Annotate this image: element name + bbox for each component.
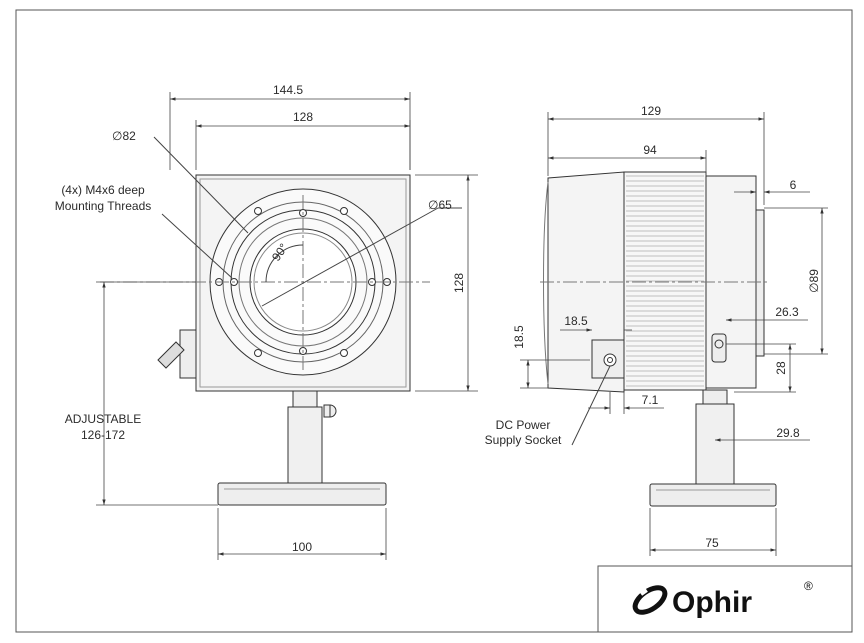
front-view xyxy=(100,136,462,506)
dim-socket-offset-x: 18.5 xyxy=(564,314,588,328)
front-post xyxy=(287,406,323,484)
label-threads-line2: Mounting Threads xyxy=(55,199,152,213)
brand-name: Ophir xyxy=(672,586,752,619)
dim-knob-height: 28 xyxy=(774,361,788,375)
dim-overall-width: 144.5 xyxy=(273,83,303,97)
dim-aperture-outer: ∅82 xyxy=(112,129,136,143)
label-socket-line1: DC Power xyxy=(496,418,551,432)
front-side-knob xyxy=(179,329,197,379)
side-dimensions xyxy=(520,112,828,556)
brand-box: Ophir ® xyxy=(597,565,853,633)
dim-side-base-width: 75 xyxy=(705,536,719,550)
dc-power-socket xyxy=(591,339,625,379)
dim-knob-offset: 26.3 xyxy=(775,305,799,319)
side-base xyxy=(649,483,777,507)
label-socket-line2: Supply Socket xyxy=(485,433,562,447)
dim-socket-depth: 7.1 xyxy=(642,393,659,407)
side-post xyxy=(695,403,735,485)
brand-registered-mark: ® xyxy=(804,579,813,593)
front-dimensions xyxy=(96,92,478,560)
dim-front-height: 128 xyxy=(452,273,466,293)
dim-aperture-inner: ∅65 xyxy=(428,198,452,212)
drawing-border xyxy=(15,9,853,633)
front-base xyxy=(217,482,387,506)
dim-side-front-offset: 6 xyxy=(790,178,797,192)
dim-side-body-depth: 94 xyxy=(643,143,657,157)
dim-socket-offset-y: 18.5 xyxy=(512,325,526,349)
dim-side-diameter: ∅89 xyxy=(807,269,821,293)
dim-side-overall-depth: 129 xyxy=(641,104,661,118)
dim-front-base-width: 100 xyxy=(292,540,312,554)
side-post-collar xyxy=(702,389,728,405)
front-post-collar xyxy=(292,390,318,408)
label-threads-line1: (4x) M4x6 deep xyxy=(61,183,145,197)
side-view xyxy=(540,171,777,507)
cooling-fins xyxy=(626,175,704,387)
dim-inner-width: 128 xyxy=(293,110,313,124)
label-adjustable-line2: 126-172 xyxy=(81,428,125,442)
ophir-logo-icon xyxy=(632,585,668,615)
dim-post-offset: 29.8 xyxy=(776,426,800,440)
label-adjustable-line1: ADJUSTABLE xyxy=(65,412,141,426)
